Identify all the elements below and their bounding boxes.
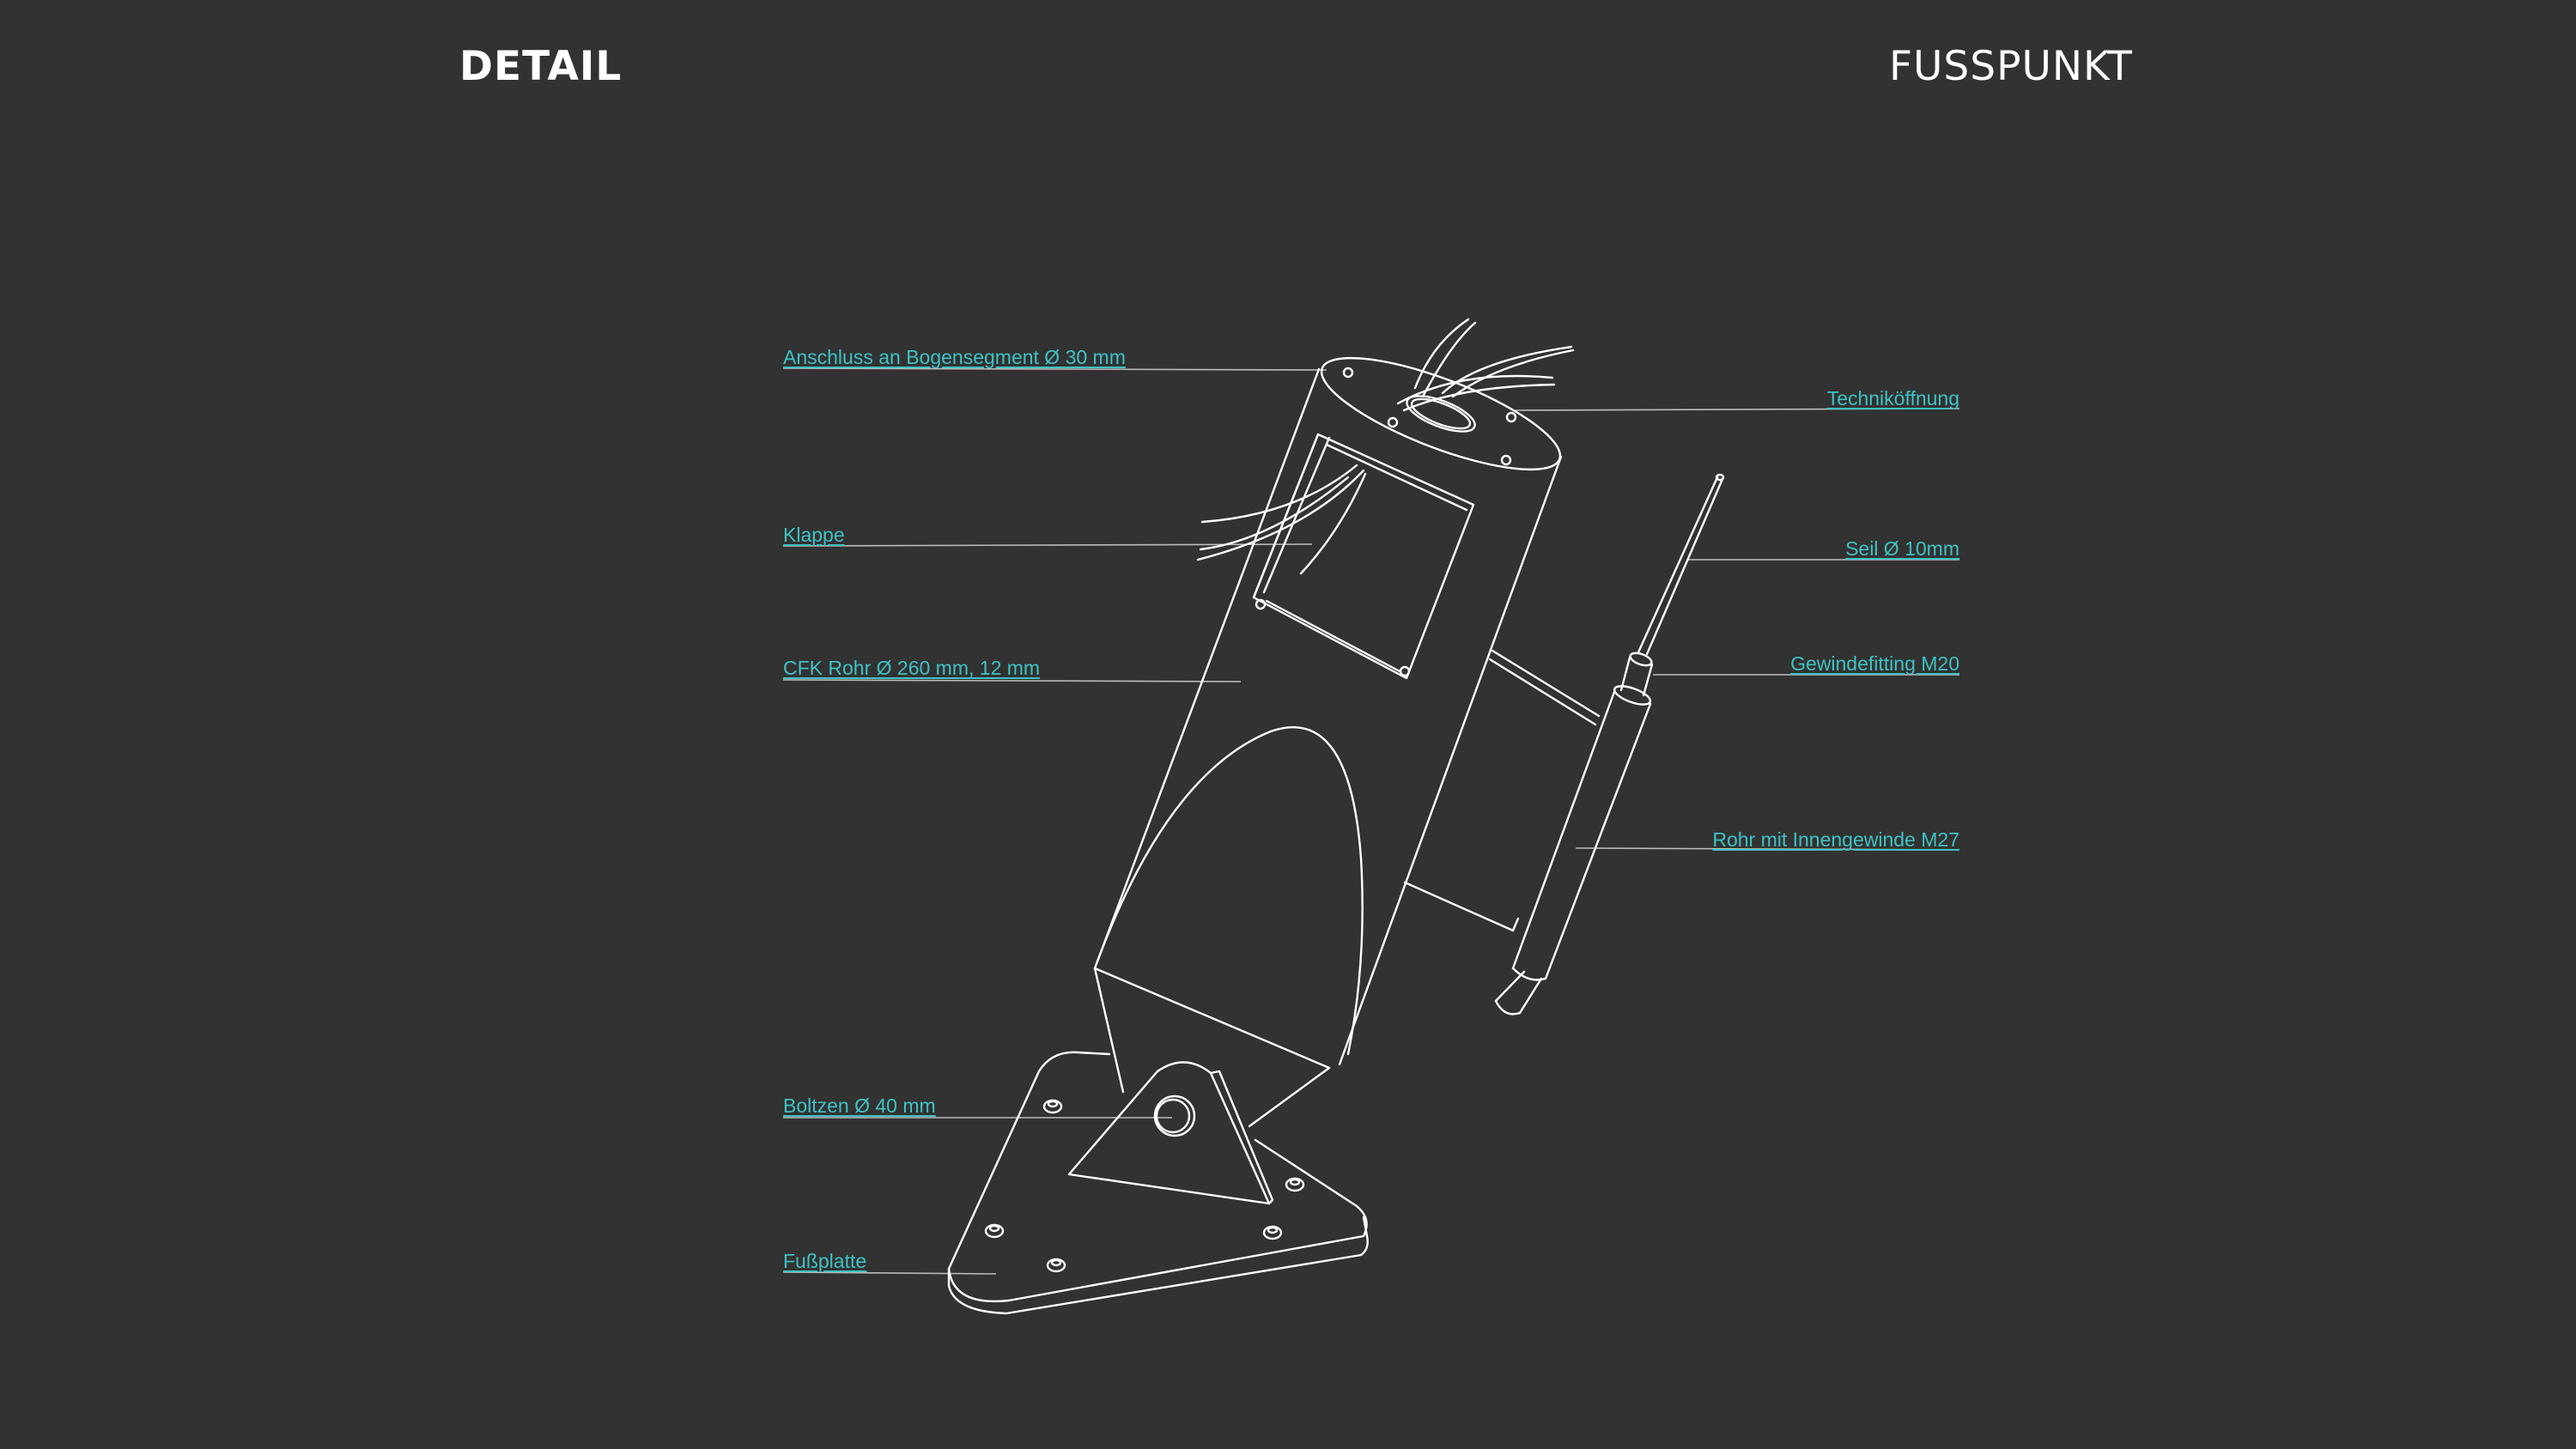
page-title: DETAIL <box>459 43 623 90</box>
fusspunkt-assembly <box>947 318 1725 1315</box>
callout-anschluss-bogensegment: Anschluss an Bogensegment Ø 30 mm <box>783 346 1126 368</box>
threaded-tube <box>1494 473 1725 1016</box>
tube-bottom-cut <box>1093 967 1331 1128</box>
callout-seil: Seil Ø 10mm <box>1845 537 1959 560</box>
leader-lines <box>782 367 1960 1275</box>
callout-gewindefitting: Gewindefitting M20 <box>1790 652 1959 675</box>
access-hatch <box>1252 433 1475 680</box>
base-plate-bolts <box>984 1099 1305 1273</box>
leader-line-fussplatte <box>782 1271 997 1275</box>
leader-line-rohr-innengewinde <box>1575 847 1960 851</box>
leader-line-klappe <box>782 543 1313 547</box>
callout-cfk-rohr: CFK Rohr Ø 260 mm, 12 mm <box>783 657 1041 679</box>
leader-line-cfk-rohr <box>782 679 1242 682</box>
callout-klappe: Klappe <box>783 524 845 546</box>
hinge-lug <box>1067 1061 1274 1205</box>
callout-techniköffnung: Techniköffnung <box>1826 387 1959 409</box>
leader-line-techniköffnung <box>1515 408 1960 411</box>
callout-rohr-innengewinde: Rohr mit Innengewinde M27 <box>1712 828 1959 851</box>
cfk-tube <box>1093 356 1563 1066</box>
cables <box>1196 318 1575 575</box>
leader-line-anschluss <box>782 367 1327 371</box>
side-bracket <box>1403 649 1601 932</box>
drawing-subject-title: FUSSPUNKT <box>1889 43 2133 90</box>
callout-fussplatte: Fußplatte <box>783 1250 867 1272</box>
callout-boltzen: Boltzen Ø 40 mm <box>783 1094 936 1117</box>
base-plate <box>947 1051 1369 1315</box>
